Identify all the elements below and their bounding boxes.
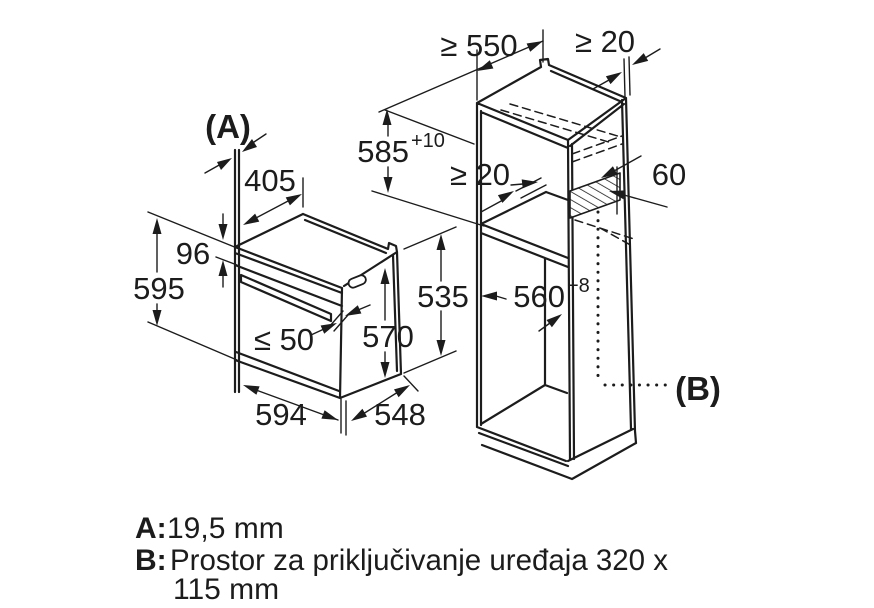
dim-label-oven-width: 594 [255, 397, 307, 432]
dim-label-oven-rear-height: 535 [417, 279, 469, 314]
oven-side-grip-slot [347, 274, 367, 289]
marker-b-label: (B) [675, 370, 721, 407]
oven-dimension-lines [147, 133, 457, 436]
dim-label-cabinet-niche-width-tolerance: +8 [567, 275, 590, 297]
dim-label-cabinet-niche-width: 560 [513, 279, 565, 314]
legend-b-value-line1: Prostor za priključivanje uređaja 320 x [170, 544, 668, 577]
dim-label-cabinet-niche-height: 585 [357, 134, 409, 169]
oven-drawing [233, 148, 403, 400]
oven-dimension-line-segments [156, 133, 442, 421]
dim-label-oven-front-height: 595 [133, 271, 185, 306]
dim-label-oven-body-depth: 548 [374, 397, 426, 432]
connection-space-dotted-leader [596, 210, 670, 387]
legend: A: 19,5 mm B: Prostor za priključivanje … [135, 512, 668, 606]
dim-label-cabinet-shelf-gap: ≥ 20 [450, 157, 510, 192]
cabinet-dimension-lines [371, 29, 668, 332]
legend-a-value: 19,5 mm [167, 512, 284, 545]
oven-dimension-arrowheads [152, 139, 446, 421]
oven-door-handle [239, 273, 333, 323]
dim-label-cabinet-depth-min: ≥ 550 [440, 28, 517, 63]
cabinet-body-outline [475, 57, 638, 481]
dim-label-oven-depth-top: 405 [244, 163, 296, 198]
oven-extension-lines [147, 177, 457, 436]
dim-label-oven-handle-clearance: ≤ 50 [254, 322, 314, 357]
oven-body-outline [233, 148, 403, 400]
dim-label-cabinet-wall-gap: ≥ 20 [575, 24, 635, 59]
connection-space-hatched-area [569, 172, 621, 219]
legend-a-key: A: [135, 512, 167, 545]
legend-b-key: B: [135, 544, 167, 577]
cabinet-drawing [475, 57, 670, 481]
legend-b-value-line2: 115 mm [173, 573, 279, 606]
marker-a-label: (A) [205, 108, 251, 145]
cabinet-hidden-edges-dashed [500, 103, 635, 248]
dim-label-oven-control-panel: 96 [176, 236, 210, 271]
dim-label-cabinet-recess-depth: 60 [652, 157, 686, 192]
dim-label-cabinet-niche-height-tolerance: +10 [411, 130, 445, 152]
cabinet-dimension-line-segments [378, 40, 668, 332]
dim-label-oven-door-height: 570 [362, 319, 414, 354]
